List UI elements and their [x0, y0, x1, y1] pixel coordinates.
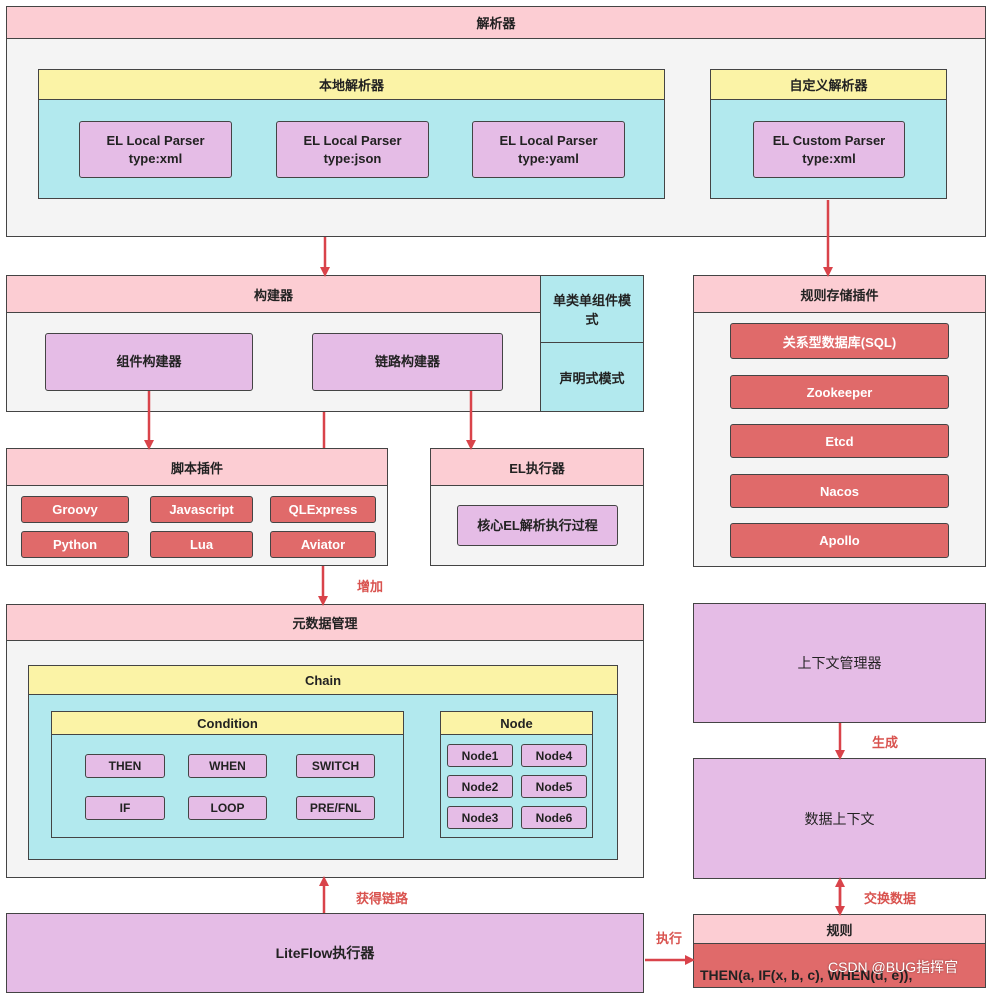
- watermark: CSDN @BUG指挥官: [828, 959, 959, 975]
- storage-sql: 关系型数据库(SQL): [730, 323, 949, 359]
- mode-declarative: 声明式模式: [540, 342, 644, 412]
- chain-builder: 链路构建器: [312, 333, 503, 391]
- condition-header: Condition: [51, 711, 404, 735]
- node-1: Node1: [447, 744, 513, 767]
- rule-body: [693, 943, 986, 988]
- storage-etcd: Etcd: [730, 424, 949, 458]
- node-header: Node: [440, 711, 593, 735]
- script-header: 脚本插件: [6, 448, 388, 486]
- node-5: Node5: [521, 775, 587, 798]
- cond-then: THEN: [85, 754, 165, 778]
- node-2: Node2: [447, 775, 513, 798]
- meta-header: 元数据管理: [6, 604, 644, 641]
- custom-parser-xml: EL Custom Parser type:xml: [753, 121, 905, 178]
- script-qlexpress: QLExpress: [270, 496, 376, 523]
- label-exchange: 交换数据: [864, 890, 917, 906]
- chain-header: Chain: [28, 665, 618, 695]
- local-parser-xml: EL Local Parser type:xml: [79, 121, 232, 178]
- script-python: Python: [21, 531, 129, 558]
- rule-text: THEN(a, IF(x, b, c), WHEN(d, e)),: [700, 967, 913, 983]
- mode-single: 单类单组件模式: [540, 275, 644, 343]
- cond-when: WHEN: [188, 754, 267, 778]
- local-parser-json: EL Local Parser type:json: [276, 121, 429, 178]
- node-6: Node6: [521, 806, 587, 829]
- el-core-process: 核心EL解析执行过程: [457, 505, 618, 546]
- el-executor-header: EL执行器: [430, 448, 644, 486]
- script-lua: Lua: [150, 531, 253, 558]
- cond-pre-fnl: PRE/FNL: [296, 796, 375, 820]
- local-parser-yaml: EL Local Parser type:yaml: [472, 121, 625, 178]
- builder-header: 构建器: [6, 275, 541, 313]
- component-builder: 组件构建器: [45, 333, 253, 391]
- cond-if: IF: [85, 796, 165, 820]
- storage-header: 规则存储插件: [693, 275, 986, 313]
- script-aviator: Aviator: [270, 531, 376, 558]
- storage-nacos: Nacos: [730, 474, 949, 508]
- node-3: Node3: [447, 806, 513, 829]
- cond-loop: LOOP: [188, 796, 267, 820]
- script-javascript: Javascript: [150, 496, 253, 523]
- label-add: 增加: [357, 578, 384, 594]
- data-context: 数据上下文: [693, 758, 986, 879]
- condition-body: [51, 734, 404, 838]
- label-generate: 生成: [872, 734, 899, 750]
- parser-header: 解析器: [6, 6, 986, 39]
- cond-switch: SWITCH: [296, 754, 375, 778]
- script-groovy: Groovy: [21, 496, 129, 523]
- liteflow-executor: LiteFlow执行器: [6, 913, 644, 993]
- storage-apollo: Apollo: [730, 523, 949, 558]
- label-execute: 执行: [656, 930, 683, 946]
- context-manager: 上下文管理器: [693, 603, 986, 723]
- node-4: Node4: [521, 744, 587, 767]
- rule-header: 规则: [693, 914, 986, 944]
- label-get-chain: 获得链路: [356, 890, 409, 906]
- storage-zookeeper: Zookeeper: [730, 375, 949, 409]
- custom-parser-header: 自定义解析器: [710, 69, 947, 100]
- local-parser-header: 本地解析器: [38, 69, 665, 100]
